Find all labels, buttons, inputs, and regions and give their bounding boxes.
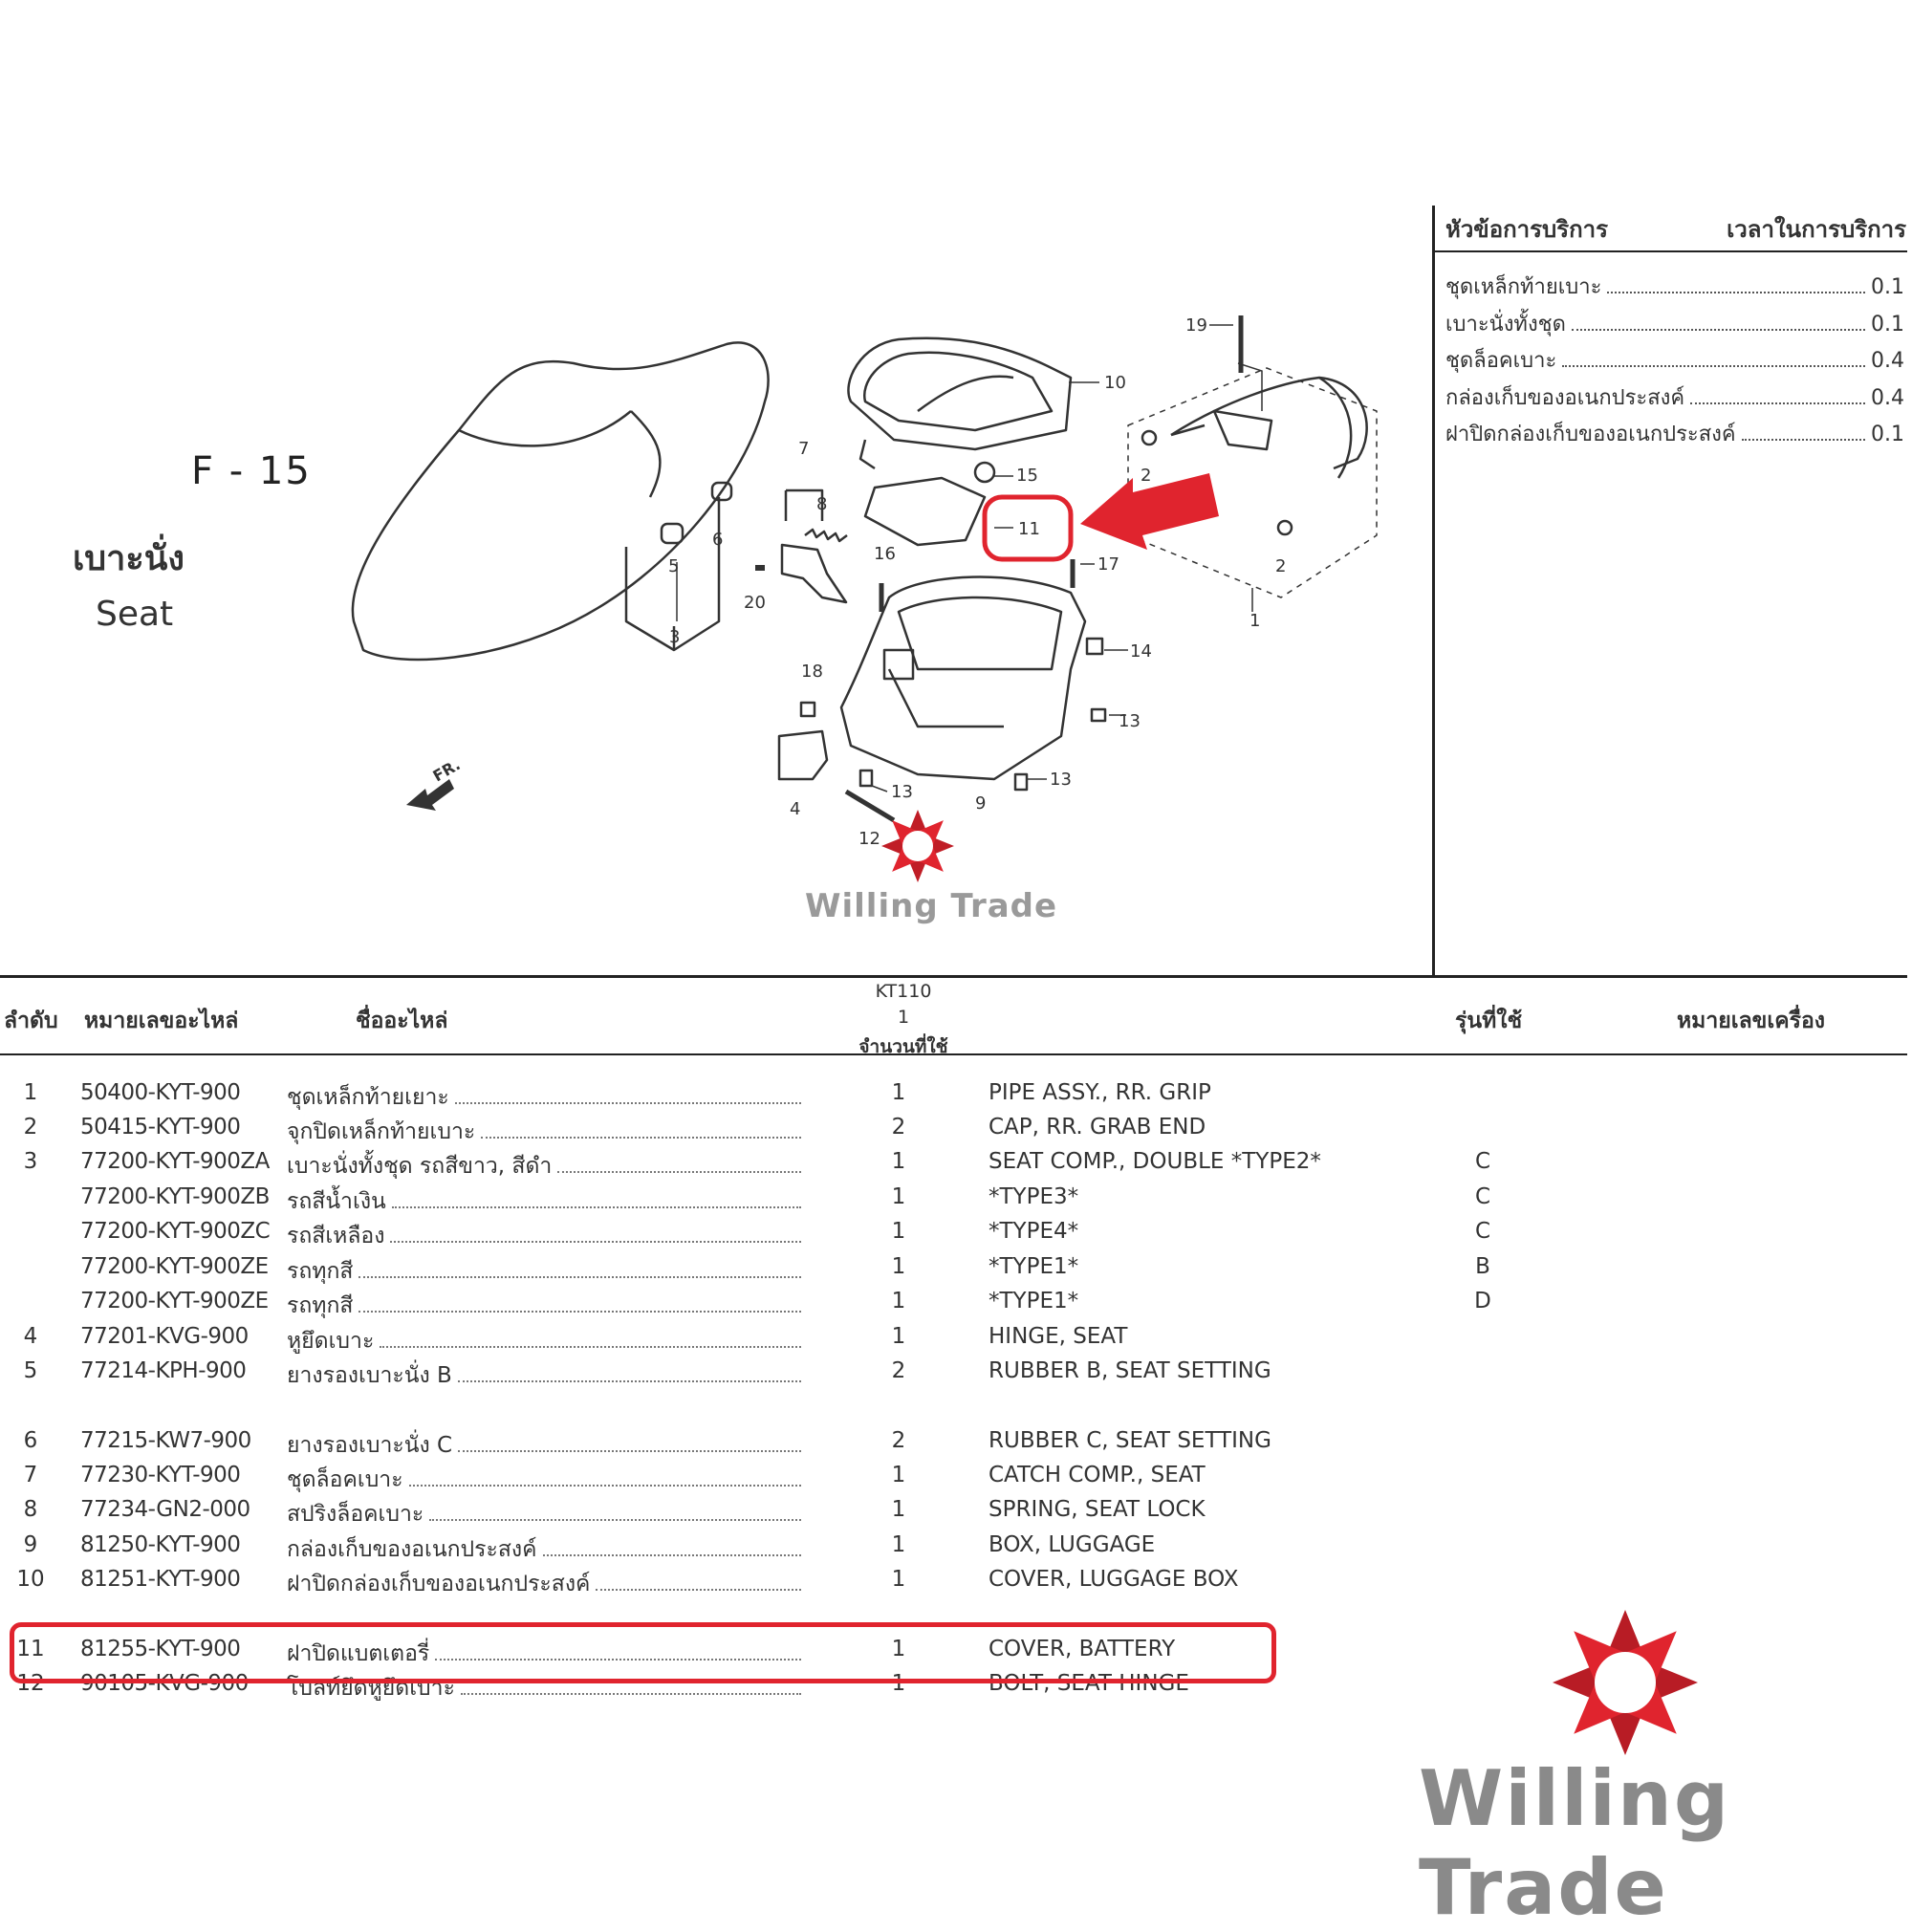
table-header-rule <box>0 1053 1907 1055</box>
service-header-item: หัวข้อการบริการ <box>1445 216 1609 243</box>
col-header-kt-index: 1 <box>897 1007 910 1028</box>
watermark-text-large: Willing Trade <box>1419 1754 1731 1932</box>
service-box-header-rule <box>1434 250 1907 252</box>
callout-11: 11 <box>1018 519 1040 539</box>
exploded-parts-diagram: 1 2 2 3 4 5 6 7 8 9 10 11 12 13 13 13 14… <box>351 315 1378 882</box>
callout-20: 20 <box>744 593 766 613</box>
figure-title-english: Seat <box>96 595 174 634</box>
seat-drawing <box>351 341 770 662</box>
figure-title-thai: เบาะนั่ง <box>73 539 185 578</box>
col-header-engine-no: หมายเลขเครื่อง <box>1677 1009 1826 1033</box>
watermark-text-small: Willing Trade <box>805 887 1058 925</box>
callout-2: 2 <box>1141 466 1151 486</box>
callout-7: 7 <box>798 439 809 459</box>
callout-14: 14 <box>1130 641 1152 662</box>
callout-16: 16 <box>874 544 896 564</box>
callout-19: 19 <box>1185 315 1207 336</box>
callout-10: 10 <box>1104 373 1126 393</box>
callout-1: 1 <box>1249 611 1260 631</box>
grab-rail-drawing <box>1170 376 1368 479</box>
seat-catch-drawing <box>780 543 848 604</box>
highlight-row-box <box>10 1622 1276 1683</box>
luggage-box-drawing <box>839 575 1087 781</box>
callout-17: 17 <box>1097 554 1119 575</box>
callout-2: 2 <box>1275 556 1286 576</box>
service-row: ฝาปิดกล่องเก็บของอเนกประสงค์0.1 <box>1445 423 1904 446</box>
callout-13: 13 <box>891 782 913 802</box>
col-header-no: ลำดับ <box>4 1009 58 1033</box>
col-header-name: ชื่ออะไหล่ <box>356 1009 448 1033</box>
knob-15-drawing <box>973 461 996 484</box>
rubber-c-drawing <box>710 481 733 502</box>
callout-13: 13 <box>1050 770 1072 790</box>
battery-cover-drawing <box>863 476 987 547</box>
callout-15: 15 <box>1016 466 1038 486</box>
seat-lock-spring-drawing <box>804 528 848 543</box>
luggage-box-cover-drawing <box>847 336 1073 470</box>
col-header-model: รุ่นที่ใช้ <box>1455 1009 1523 1033</box>
watermark-logo-small <box>881 810 954 882</box>
col-header-part-no: หมายเลขอะไหล่ <box>84 1009 239 1033</box>
col-header-qty: จำนวนที่ใช้ <box>858 1036 948 1057</box>
table-top-rule <box>0 975 1907 978</box>
callout-12: 12 <box>858 829 880 849</box>
seat-hinge-bolt-drawing <box>844 789 896 823</box>
callout-6: 6 <box>712 530 723 550</box>
col-header-kt-model: KT110 <box>875 981 932 1002</box>
watermark-logo-large <box>1553 1610 1698 1755</box>
service-box-divider <box>1432 206 1435 978</box>
highlight-circle-11 <box>982 494 1074 562</box>
service-header-time: เวลาในการบริการ <box>1727 216 1906 243</box>
callout-13: 13 <box>1119 711 1141 731</box>
red-pointer-arrow <box>1080 473 1219 550</box>
callout-5: 5 <box>668 556 679 576</box>
grip-end-cap-drawing <box>1141 429 1158 446</box>
front-arrow-icon <box>406 779 454 811</box>
front-direction-label: FR. <box>430 755 464 785</box>
callout-4: 4 <box>790 799 800 819</box>
service-row: กล่องเก็บของอเนกประสงค์0.4 <box>1445 385 1904 410</box>
callout-8: 8 <box>816 494 827 514</box>
seat-hinge-drawing <box>777 729 829 781</box>
callout-9: 9 <box>975 793 986 814</box>
rubber-b-drawing <box>660 522 684 545</box>
callout-3: 3 <box>669 627 680 647</box>
figure-code: F - 15 <box>191 449 312 493</box>
callout-18: 18 <box>801 662 823 682</box>
